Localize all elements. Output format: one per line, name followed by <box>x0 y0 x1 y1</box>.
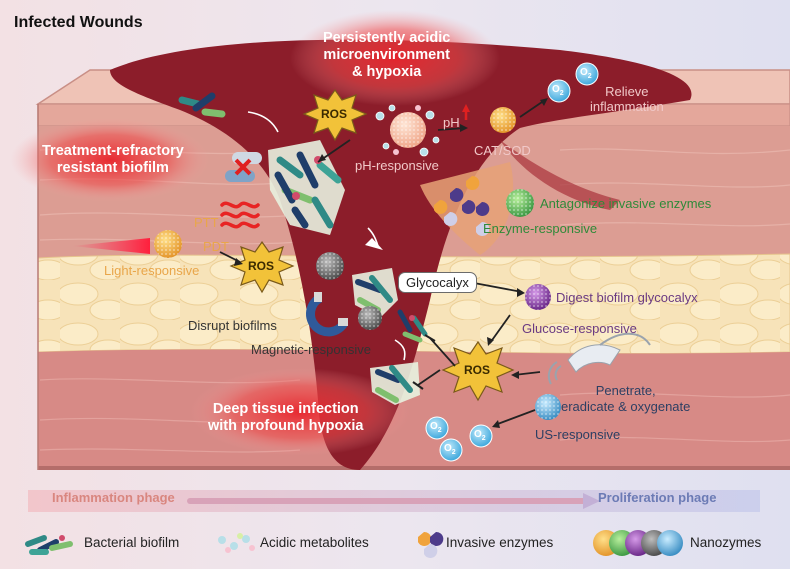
label-deep-tissue-infection: Deep tissue infection with profound hypo… <box>208 401 364 434</box>
label-magnetic-responsive: Magnetic-responsive <box>251 342 371 357</box>
label-antagonize-enzymes: Antagonize invasive enzymes <box>540 196 712 211</box>
label-ph: pH <box>443 115 460 130</box>
biofilm-middle <box>352 268 428 343</box>
label-ros-top: ROS <box>321 107 348 121</box>
label-relieve-inflammation: Relieve inflammation <box>590 84 664 114</box>
label-enzyme-responsive: Enzyme-responsive <box>483 221 598 236</box>
label-ros-left: ROS <box>248 259 275 273</box>
label-treatment-refractory: Treatment-refractory resistant biofilm <box>42 143 184 176</box>
legend-invasive-enzymes-icon <box>418 531 444 558</box>
label-ph-responsive: pH-responsive <box>355 158 439 173</box>
label-us-responsive: US-responsive <box>535 427 621 442</box>
figure-title: Infected Wounds <box>14 14 143 31</box>
legend-nanozymes-icon <box>593 530 683 556</box>
label-cat-sod: CAT/SOD <box>474 143 531 158</box>
phase-inflammation: Inflammation phage <box>52 490 175 505</box>
label-ptt: PTT <box>194 215 219 230</box>
o2-text-3: O2 <box>430 421 442 434</box>
o2-text-4: O2 <box>444 443 456 456</box>
label-glucose-responsive: Glucose-responsive <box>522 321 637 336</box>
phase-proliferation: Proliferation phage <box>598 490 717 505</box>
label-light-responsive: Light-responsive <box>104 263 200 278</box>
label-glycocalyx: Glycocalyx <box>398 272 477 293</box>
label-digest-glycocalyx: Digest biofilm glycocalyx <box>556 290 698 305</box>
biofilm-bottom <box>370 362 420 405</box>
o2-text-5: O2 <box>474 429 486 442</box>
ros-star-top <box>302 88 368 142</box>
o2-text-2: O2 <box>580 67 592 80</box>
biofilm-top <box>268 140 345 235</box>
label-penetrate-oxygenate: Penetrate, eradicate & oxygenate <box>561 383 691 414</box>
label-ros-right: ROS <box>464 363 491 377</box>
label-pdt: PDT <box>203 239 229 254</box>
legend-biofilm-icon <box>25 535 73 555</box>
label-disrupt-biofilms: Disrupt biofilms <box>188 318 277 333</box>
ros-star-left <box>229 240 295 294</box>
legend-label-nanozymes: Nanozymes <box>690 535 762 550</box>
legend-label-acidic-metabolites: Acidic metabolites <box>260 535 369 550</box>
o2-bubbles <box>425 62 599 462</box>
ros-star-right <box>441 340 515 402</box>
legend-label-biofilm: Bacterial biofilm <box>84 535 180 550</box>
label-acidic-microenvironment: Persistently acidic microenvironment & h… <box>323 30 451 80</box>
legend-acidic-metabolites-icon <box>218 533 255 553</box>
legend-label-invasive-enzymes: Invasive enzymes <box>446 535 554 550</box>
o2-text-1: O2 <box>552 84 564 97</box>
